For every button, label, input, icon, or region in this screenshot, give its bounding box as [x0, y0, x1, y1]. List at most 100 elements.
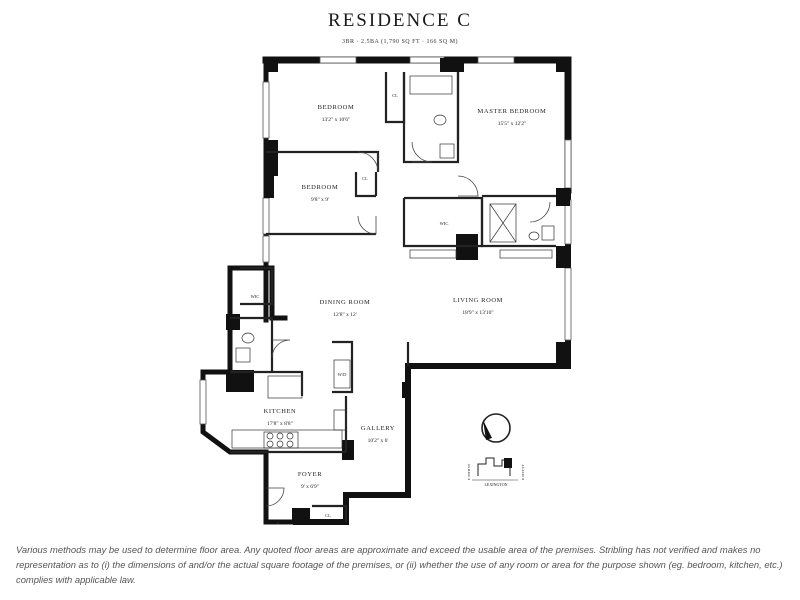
- wall-bedroom2-closet: [354, 172, 376, 198]
- door-master-bath: [529, 201, 551, 223]
- burner: [286, 432, 294, 440]
- burner: [266, 440, 274, 448]
- key-plan: LEXINGTON E 80TH ST E 81ST ST: [467, 457, 525, 487]
- floor-plan: BEDROOM 13'2" x 10'6" BEDROOM 9'8" x 9' …: [199, 56, 572, 525]
- column: [226, 314, 240, 330]
- closet-label: CL: [325, 513, 331, 518]
- door-bedroom2: [357, 215, 377, 235]
- burner: [276, 440, 284, 448]
- shower-x: [489, 203, 517, 243]
- unit-summary: 3BR · 2.5BA (1,790 SQ FT · 166 SQ M): [341, 39, 459, 45]
- closet-label: CL: [362, 176, 368, 181]
- window: [262, 197, 270, 235]
- kitchen-sink: [333, 409, 347, 431]
- key-plan-side-right: E 81ST ST: [521, 464, 525, 480]
- column: [556, 58, 570, 72]
- radiator: [499, 249, 553, 259]
- room-name-gallery: GALLERY: [361, 425, 395, 432]
- door-entry: [265, 487, 285, 507]
- compass: [481, 413, 511, 443]
- bathtub: [409, 75, 453, 95]
- window: [262, 81, 270, 139]
- disclaimer-text: Various methods may be used to determine…: [16, 544, 783, 585]
- cooktop-frame: [263, 431, 299, 449]
- east-wall-lower: [293, 187, 571, 525]
- wic-label: WIC: [251, 294, 260, 299]
- column: [556, 342, 570, 368]
- column: [264, 176, 274, 198]
- key-plan-side-left: E 80TH ST: [467, 463, 471, 480]
- radiator: [409, 249, 457, 259]
- room-name-bedroom1: BEDROOM: [318, 104, 355, 111]
- room-labels: BEDROOM 13'2" x 10'6" BEDROOM 9'8" x 9' …: [251, 93, 547, 525]
- key-plan-unit: [504, 458, 512, 468]
- room-dims-foyer: 9' x 6'9": [301, 484, 319, 490]
- door-hall-bath: [411, 141, 433, 163]
- windows: [199, 56, 572, 425]
- room-dims-bedroom2: 9'8" x 9': [311, 197, 329, 203]
- wall-powder: [230, 316, 274, 372]
- column: [292, 508, 310, 524]
- closet-label: CL: [392, 93, 398, 98]
- sink: [541, 225, 555, 241]
- column: [440, 58, 464, 72]
- washer-dryer-label: W/D: [338, 372, 347, 377]
- wall-wd-closet: [332, 340, 354, 394]
- room-name-kitchen: KITCHEN: [264, 408, 297, 415]
- burner: [276, 432, 284, 440]
- column: [342, 440, 354, 460]
- window: [319, 56, 357, 64]
- sink: [235, 347, 251, 363]
- door-master: [457, 175, 479, 197]
- interior-walls: [230, 72, 556, 522]
- room-name-foyer: FOYER: [298, 471, 322, 478]
- column: [264, 58, 278, 72]
- room-dims-dining: 12'8" x 12': [333, 312, 356, 318]
- wic-label: WIC: [440, 221, 449, 226]
- wall-bedroom1-south: [266, 150, 380, 172]
- shower: [489, 203, 517, 243]
- room-name-dining: DINING ROOM: [320, 299, 371, 306]
- fixtures: [231, 75, 555, 449]
- compass-ring: [481, 413, 511, 443]
- kitchen-exterior-wall: [200, 265, 299, 525]
- wall-foyer-closet: [312, 504, 348, 522]
- burner: [286, 440, 294, 448]
- door-bedroom1: [357, 151, 379, 173]
- window: [564, 139, 572, 189]
- window: [564, 267, 572, 341]
- column: [402, 382, 410, 398]
- column: [264, 140, 278, 176]
- window: [199, 379, 207, 425]
- column: [556, 246, 570, 268]
- column: [226, 370, 254, 392]
- room-name-master: MASTER BEDROOM: [478, 108, 547, 115]
- toilet: [241, 332, 255, 344]
- cooktop: [263, 431, 299, 449]
- window: [409, 56, 445, 64]
- burner: [266, 432, 274, 440]
- compass-needle: [483, 420, 492, 440]
- wall-hall-bath: [402, 72, 460, 164]
- key-plan-street: LEXINGTON: [484, 482, 507, 487]
- room-name-bedroom2: BEDROOM: [302, 184, 339, 191]
- doors: [265, 141, 551, 507]
- room-dims-kitchen: 17'8" x 8'8": [267, 421, 293, 427]
- wall-wic-kitchen: [240, 266, 274, 306]
- refrigerator: [267, 375, 303, 399]
- wall-master-bath: [480, 198, 556, 248]
- kitchen-north-wall: [227, 265, 288, 321]
- door-powder: [271, 339, 291, 359]
- page-title: RESIDENCE C: [328, 10, 472, 31]
- room-dims-master: 15'5" x 12'2": [498, 121, 526, 127]
- sink: [439, 143, 455, 159]
- column: [556, 188, 570, 206]
- room-name-living: LIVING ROOM: [453, 297, 503, 304]
- toilet: [433, 114, 447, 126]
- entry-marker: ▲: [276, 520, 280, 525]
- window: [477, 56, 515, 64]
- washer-dryer: [333, 359, 351, 389]
- columns: [226, 58, 570, 524]
- room-dims-gallery: 10'2" x 6': [368, 438, 389, 444]
- window: [564, 199, 572, 245]
